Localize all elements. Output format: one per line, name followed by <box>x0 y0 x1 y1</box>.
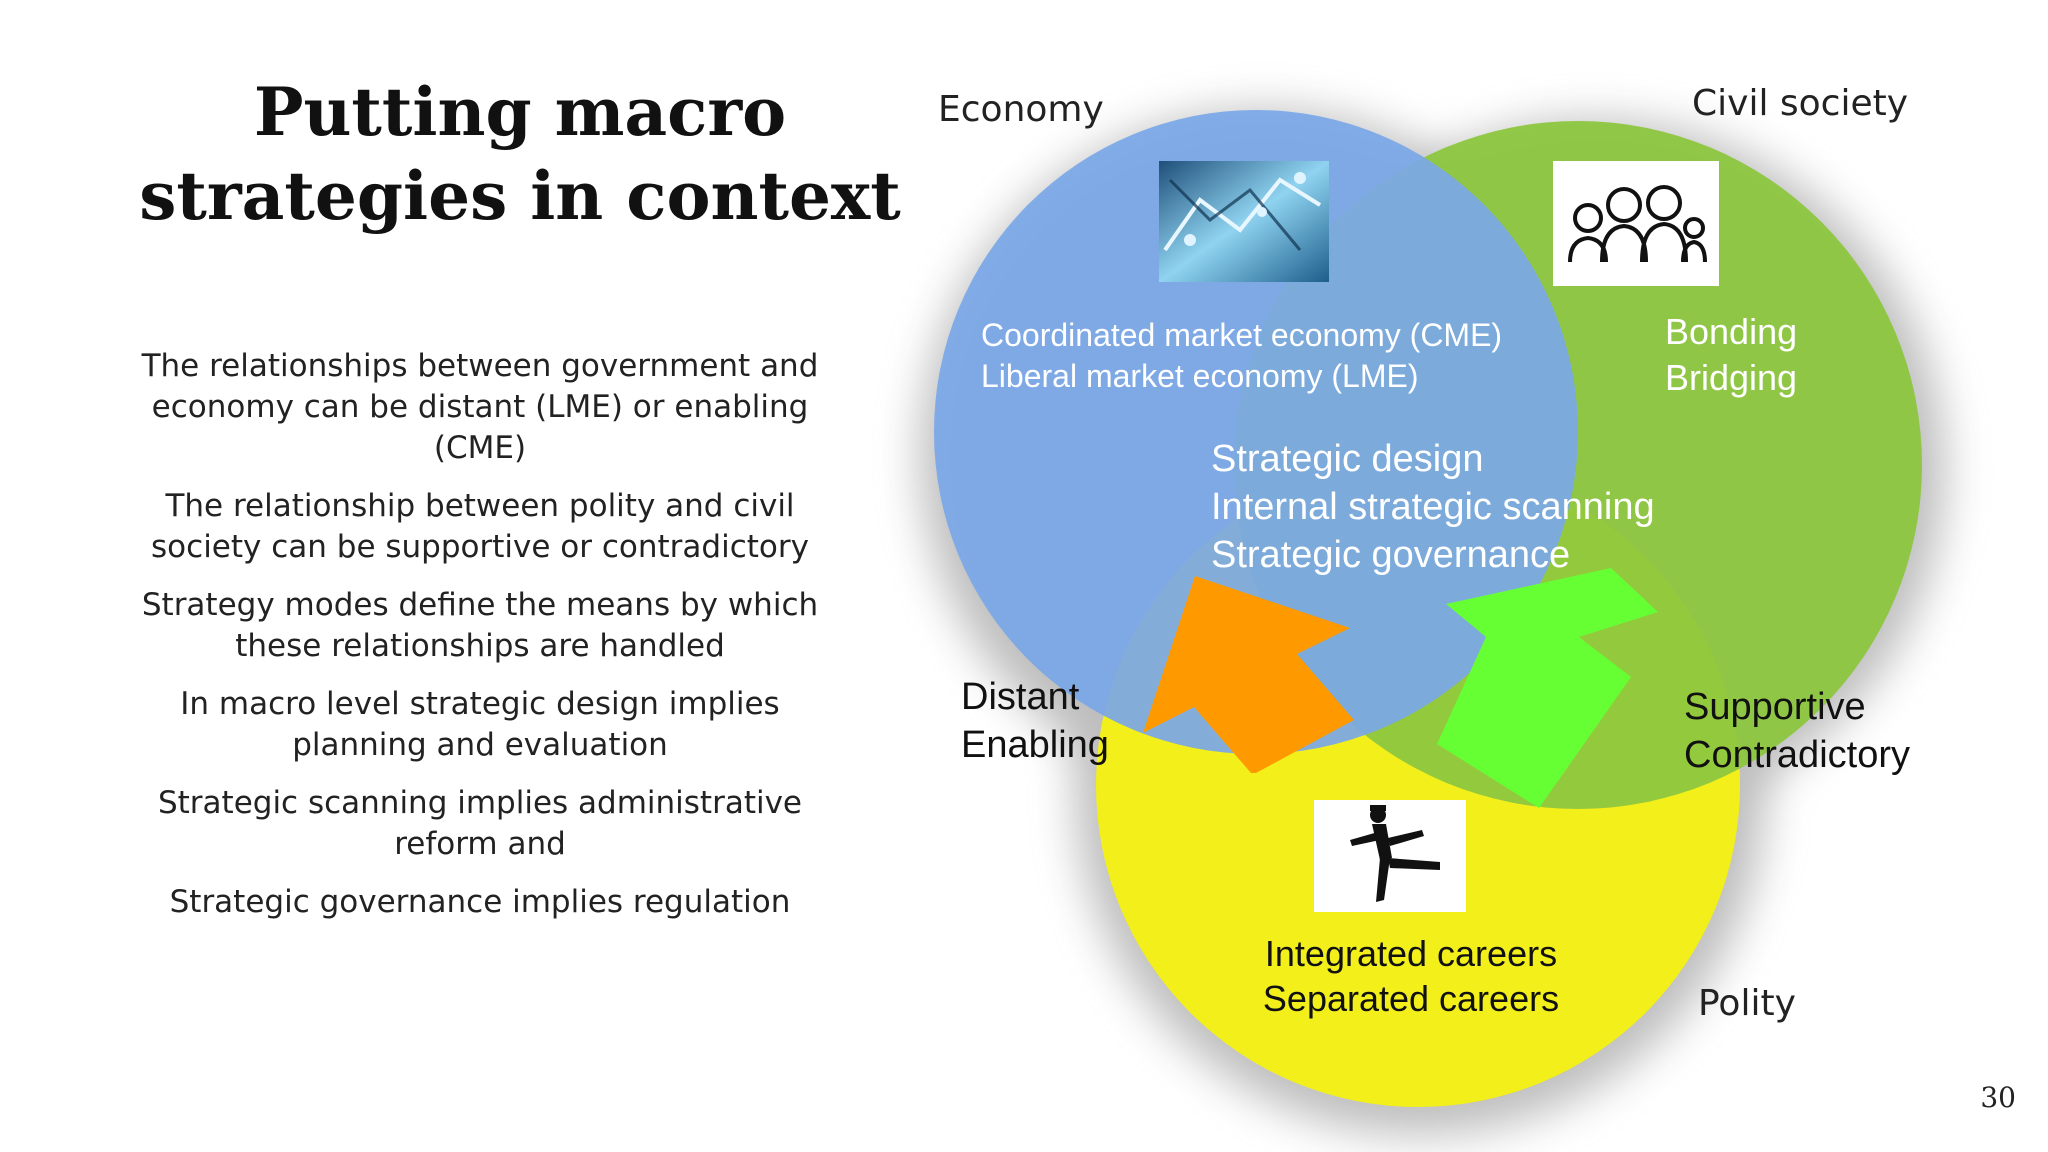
center-line-1: Strategic design <box>1211 438 1484 480</box>
slide-title-line-1: Putting macro <box>253 73 787 151</box>
economy-circle <box>934 110 1578 754</box>
bullet-list: The relationships between government and… <box>110 346 850 940</box>
economy-line-2: Liberal market economy (LME) <box>981 358 1418 394</box>
right-arrow-line-1: Supportive <box>1684 686 1866 728</box>
silly-walk-silhouette-icon <box>1314 800 1466 912</box>
page-number: 30 <box>1980 1081 2016 1114</box>
economy-line-1: Coordinated market economy (CME) <box>981 317 1502 353</box>
bullet-item: Strategy modes define the means by which… <box>141 587 819 664</box>
left-arrow-line-1: Distant <box>961 676 1080 718</box>
center-line-3: Strategic governance <box>1211 534 1570 576</box>
bullet-item: Strategic governance implies regulation <box>169 884 791 920</box>
bullet-item: The relationship between polity and civi… <box>151 488 809 565</box>
civil-society-line-2: Bridging <box>1665 357 1797 398</box>
bullet-item: Strategic scanning implies administrativ… <box>157 785 803 862</box>
polity-line-1: Integrated careers <box>1265 933 1557 974</box>
civil-society-line-1: Bonding <box>1665 311 1797 352</box>
polity-label: Polity <box>1698 983 1796 1024</box>
bullet-item: The relationships between government and… <box>141 348 819 466</box>
economy-image <box>1159 161 1329 282</box>
civil-society-label: Civil society <box>1692 83 1908 124</box>
right-arrow-line-2: Contradictory <box>1684 734 1910 776</box>
slide-title-line-2: strategies in context <box>139 157 901 235</box>
people-group-icon <box>1553 161 1719 286</box>
left-arrow-line-2: Enabling <box>961 724 1109 766</box>
economy-label: Economy <box>938 89 1104 130</box>
polity-line-2: Separated careers <box>1263 978 1559 1019</box>
left-arrow <box>1143 576 1354 773</box>
right-arrow <box>1437 568 1658 808</box>
bullet-item: In macro level strategic design implies … <box>180 686 780 763</box>
center-line-2: Internal strategic scanning <box>1211 486 1655 528</box>
slide-title: Putting macro strategies in context <box>100 70 940 238</box>
